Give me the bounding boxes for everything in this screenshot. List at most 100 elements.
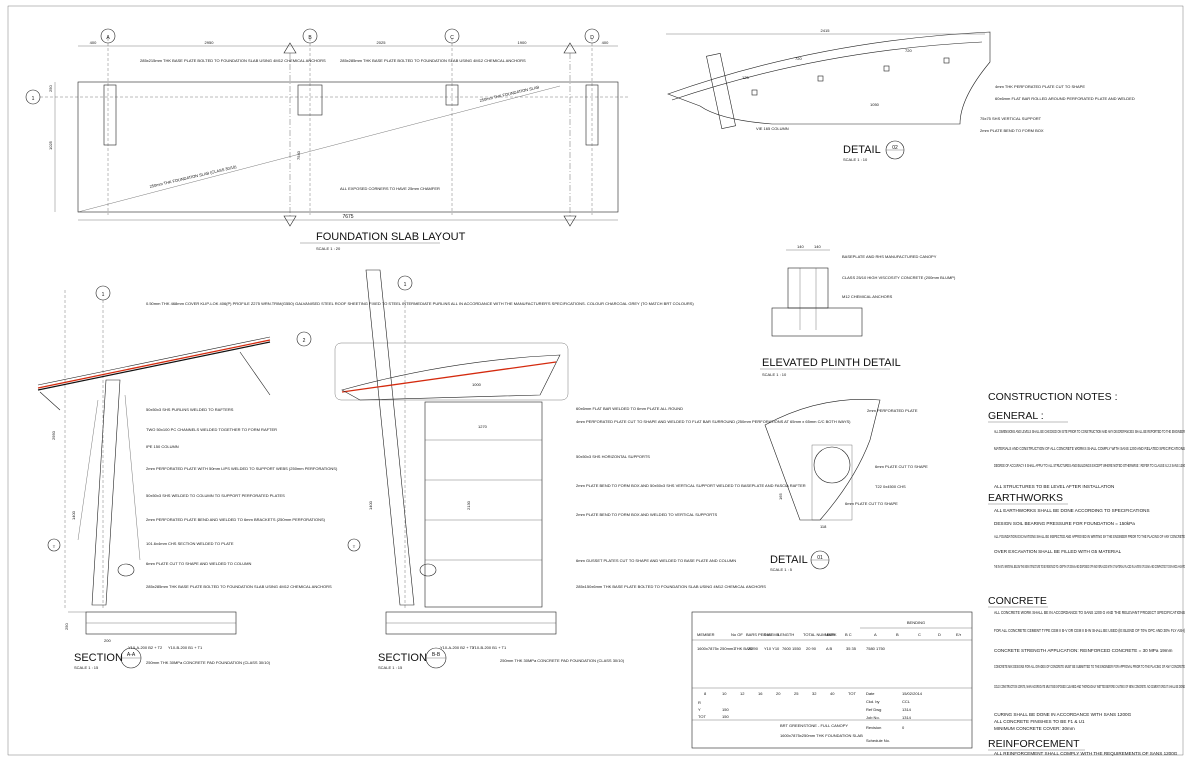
detail02-note-0: 4mm THK PERFORATED PLATE CUT TO SHAPE: [995, 84, 1085, 89]
base-plate-d: [585, 84, 599, 146]
grid-number-1: 1: [32, 96, 35, 102]
reinf-heading: REINFORCEMENT: [988, 738, 1080, 750]
schedule-col-2: BARS PER MEMB: [746, 632, 780, 637]
detail02-purlin-1: [751, 89, 758, 96]
secaa-note-9: 285x285mm THK BASE PLATE BOLTED TO FOUND…: [146, 584, 332, 589]
earth-note-0: ALL EARTHWORKS SHALL BE DONE ACCORDING T…: [994, 508, 1150, 513]
plan-scale: SCALE 1 : 20: [316, 246, 341, 251]
plinth-dim-0: 140: [797, 244, 804, 249]
concrete-note-3: CONCRETE MIX DESIGNS FOR ALL GRADES OF C…: [994, 664, 1185, 669]
secbb-t-marker: [347, 538, 361, 552]
plan-title: FOUNDATION SLAB LAYOUT: [316, 231, 466, 243]
secbb-dim-1: 1270: [478, 424, 488, 429]
secbb-note-1: 4mm PERFORATED PLATE CUT TO SHAPE AND WE…: [576, 419, 851, 424]
secaa-roof-highlight: [37, 339, 271, 389]
schedule-revision: 0: [902, 725, 905, 730]
detail02-purlin-2: [817, 75, 824, 82]
secbb-detail-bubble: [296, 331, 312, 347]
concrete-note-5: CURING SHALL BE DONE IN ACCORDANCE WITH …: [994, 712, 1132, 717]
plan-note-diag-dim: 7540: [296, 150, 301, 160]
sheet-border: [7, 5, 1184, 756]
foundation-slab-layout: A B C D 1 400 2950 2025 1900 400 7675 25…: [25, 28, 630, 251]
schedule-cell-member: 1600x7875x 250mm THK BASE: [697, 646, 754, 651]
schedule-info-job-label: Job No.: [866, 715, 880, 720]
detail01-note-2: T22 0x4500 CHS: [875, 484, 906, 489]
secbb-label: B-B: [432, 652, 441, 658]
detail-01: 2mm PERFORATED PLATE 6mm PLATE CUT TO SH…: [764, 399, 928, 572]
detail02-scale: SCALE 1 : 10: [843, 157, 868, 162]
secbb-note-5: 6mm GUSSET PLATES CUT TO SHAPE AND WELDE…: [576, 558, 736, 563]
reinf-note-0: ALL REINFORCEMENT SHALL COMPLY WITH THE …: [994, 751, 1178, 756]
concrete-heading: CONCRETE: [988, 595, 1047, 607]
detail02-note-1: 60x6mm FLAT BAR ROLLED AROUND PERFORATED…: [995, 96, 1135, 101]
plan-note-slab-label-2: 250mm THK FOUNDATION SLAB (CLASS 30/10): [149, 164, 237, 189]
earth-note-1: DESIGN SOIL BEARING PRESSURE FOR FOUNDAT…: [994, 521, 1135, 526]
section-marker-b-bottom: [563, 215, 577, 227]
concrete-note-2: CONCRETE STRENGTH APPLICATION: REINFORCE…: [994, 648, 1173, 653]
schedule-cell-mark: A B: [826, 646, 833, 651]
schedule-info-date-label: Date: [866, 691, 875, 696]
detail01-scale: SCALE 1 : 5: [770, 567, 793, 572]
schedule-cell-bc: 35 35: [846, 646, 857, 651]
secbb-note-8: Y10-B-200 B1 + T1: [472, 645, 507, 650]
detail02-dim-0: 2415: [821, 28, 831, 33]
secbb-note-6: 285x150x6mm THK BASE PLATE BOLTED TO FOU…: [576, 584, 766, 589]
plinth-note-0: BASEPLATE AND RHS MANUFACTURED CANOPY: [842, 254, 937, 259]
detail01-dim-1: 118: [820, 524, 827, 529]
detail02-note-2: 75x75 SHS VERTICAL SUPPORT: [980, 116, 1042, 121]
section-marker-a-top: [283, 42, 297, 54]
plinth-note-1: CLASS 25/10 HIGH VISCOSITY CONCRETE (200…: [842, 275, 956, 280]
secaa-note-7: 101.6x4mm CHS SECTION WELDED TO PLATE: [146, 541, 234, 546]
schedule-total-head-6: 32: [812, 691, 817, 696]
detail01-dim-0: 165: [778, 493, 783, 500]
dim-top-2: 2025: [377, 40, 387, 45]
dim-left-1: 1025: [48, 140, 53, 150]
general-note-2: DEGREE OF ACCURACY II SHALL APPLY TO ALL…: [994, 463, 1185, 468]
detail02-title: DETAIL: [843, 144, 881, 156]
general-note-0: ALL DIMENSIONS AND LEVELS SHALL BE CHECK…: [994, 429, 1185, 434]
grid-bubble-a: [100, 28, 116, 44]
schedule-total-head-1: 10: [722, 691, 727, 696]
detail02-note-3: 2mm PLATE BEND TO FORM BOX: [980, 128, 1044, 133]
secaa-note-3: IPE 150 COLUMN: [146, 444, 179, 449]
secaa-rafter: [37, 341, 271, 391]
dim-top-3: 1900: [518, 40, 528, 45]
detail02-number: 02: [892, 145, 898, 151]
schedule-total-head-8: TOT: [848, 691, 856, 696]
secaa-note-5: 50x50x3 SHS WELDED TO COLUMN TO SUPPORT …: [146, 493, 285, 498]
detail02-dim-4: 125: [742, 75, 749, 80]
detail01-title: DETAIL: [770, 554, 808, 566]
secbb-grid-bubble: [397, 275, 413, 291]
secbb-title: SECTION: [378, 652, 427, 664]
schedule-revision-label: Revision: [866, 725, 881, 730]
detail01-chs: [813, 446, 851, 484]
secbb-dim-0: 1000: [472, 382, 482, 387]
schedule-cell-a: 7580 1750: [866, 646, 886, 651]
construction-heading: CONSTRUCTION NOTES :: [988, 391, 1118, 403]
schedule-total-head-0: 8: [704, 691, 707, 696]
secaa-note-6: 2mm PERFORATED PLATE BEND AND WELDED TO …: [146, 517, 326, 522]
secbb-dim-3: 1400: [368, 500, 373, 510]
slab-diagonal: [77, 85, 561, 213]
secaa-scale: SCALE 1 : 15: [74, 665, 99, 670]
secaa-title: SECTION: [74, 652, 123, 664]
detail02-column: [706, 52, 736, 130]
section-b-b: 1 2 T 1000 1270 2130 1400 60x6mm FLAT BA…: [296, 269, 851, 670]
secbb-note-2: 50x50x3 SHS HORIZONTAL SUPPORTS: [576, 454, 650, 459]
secaa-note-0: 0.50mm THK 468mm COVER KLIP-LOK 406(P) P…: [146, 301, 694, 306]
secbb-note-4: 2mm PLATE BEND TO FORM BOX AND WELDED TO…: [576, 512, 717, 517]
schedule-col-4: LENGTH: [778, 632, 794, 637]
secbb-panel: [424, 401, 543, 608]
elevated-plinth-detail: 140 140 BASEPLATE AND RHS MANUFACTURED C…: [760, 244, 956, 377]
schedule-cell-length: 7600 1550: [782, 646, 802, 651]
detail02-purlin-3: [883, 65, 890, 72]
secaa-label: A-A: [127, 652, 136, 658]
schedule-col-5: TOTAL NUM BER: [803, 632, 835, 637]
detail01-note-0: 2mm PERFORATED PLATE: [867, 408, 918, 413]
concrete-note-1: FOR ALL CONCRETE CEMENT TYPE CEM II B-V …: [994, 628, 1185, 633]
schedule-total-y-val: 150: [722, 707, 729, 712]
secaa-roof-sheet: [37, 336, 271, 386]
schedule-col-0: MEMBER: [697, 632, 715, 637]
schedule-col-3: DIA: [764, 632, 771, 637]
